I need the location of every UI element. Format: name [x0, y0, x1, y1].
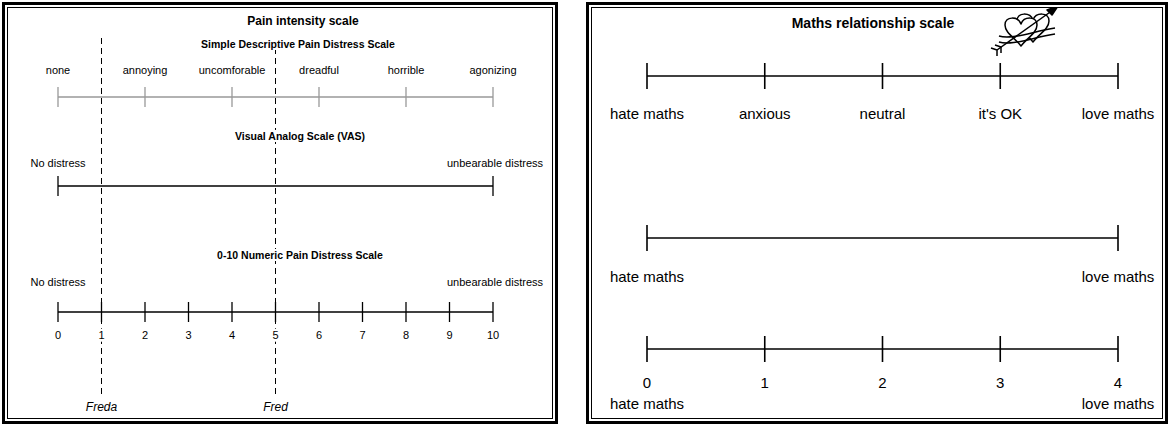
- person-marker-label: Freda: [84, 401, 119, 415]
- scale-tick: [57, 176, 58, 196]
- scale-tick: [449, 302, 450, 322]
- arrow-head: [1047, 6, 1058, 15]
- scale-label: 5: [270, 329, 280, 342]
- scale-label: it's OK: [976, 105, 1024, 122]
- scale-tick: [144, 302, 145, 322]
- scale-label: neutral: [858, 105, 908, 122]
- scale-label: anxious: [737, 105, 793, 122]
- scale-label: love maths: [1080, 105, 1157, 122]
- scale-tick: [231, 87, 232, 107]
- scale-label: 2: [876, 374, 888, 391]
- scale-label: unbearable distress: [445, 157, 545, 170]
- panel-title: Pain intensity scale: [245, 15, 360, 29]
- scale-tick: [999, 336, 1001, 362]
- scale-label: 8: [401, 329, 411, 342]
- marker-lines: [102, 38, 276, 396]
- scale-tick: [231, 302, 232, 322]
- scale-label: 9: [444, 329, 454, 342]
- scale-label: No distress: [28, 157, 87, 170]
- scale-label: none: [44, 64, 72, 77]
- scale-label: uncomforable: [197, 64, 268, 77]
- scale-tick: [764, 63, 766, 89]
- scale-tick: [1117, 225, 1119, 251]
- scale-label: hate maths: [608, 105, 686, 122]
- scale-heading: Visual Analog Scale (VAS): [233, 130, 367, 142]
- scale-label: love maths: [1080, 268, 1157, 285]
- scale-label: 2: [140, 329, 150, 342]
- dashed-marker: [101, 38, 102, 396]
- scale-label: 0: [641, 374, 653, 391]
- scale-label: 1: [759, 374, 771, 391]
- scale-line: [58, 96, 493, 97]
- panel-title: Maths relationship scale: [790, 15, 957, 31]
- scale-label: love maths: [1080, 395, 1157, 412]
- scale-tick: [405, 302, 406, 322]
- scale-tick: [188, 302, 189, 322]
- scale-label: 3: [183, 329, 193, 342]
- scale-tick: [57, 87, 58, 107]
- scale-line: [58, 185, 493, 186]
- scale-heading: 0-10 Numeric Pain Distress Scale: [215, 249, 385, 261]
- scale-tick: [362, 302, 363, 322]
- scale-tick: [492, 302, 493, 322]
- person-marker-label: Fred: [261, 401, 290, 415]
- scale-label: 6: [314, 329, 324, 342]
- scale-tick: [57, 302, 58, 322]
- scale-label: 10: [485, 329, 501, 342]
- scale-tick: [144, 87, 145, 107]
- scale-line: [647, 237, 1118, 239]
- scale-label: 7: [357, 329, 367, 342]
- heart-icon: [991, 6, 1058, 56]
- scale-label: agonizing: [467, 64, 518, 77]
- scale-label: hate maths: [608, 395, 686, 412]
- scale-tick: [492, 87, 493, 107]
- scale-tick: [1117, 63, 1119, 89]
- scale-label: horrible: [386, 64, 427, 77]
- maths-scale-numeric: [647, 336, 1118, 362]
- scale-tick: [1117, 336, 1119, 362]
- scale-tick: [405, 87, 406, 107]
- scale-heading: Simple Descriptive Pain Distress Scale: [199, 38, 397, 50]
- scale-tick: [646, 336, 648, 362]
- scale-label: No distress: [28, 276, 87, 289]
- scale-tick: [764, 336, 766, 362]
- maths-scale-words: [647, 63, 1118, 89]
- scale-tick: [999, 63, 1001, 89]
- scale-label: 4: [1112, 374, 1124, 391]
- scale-label: 0: [53, 329, 63, 342]
- scale-tick: [318, 302, 319, 322]
- scale-panel: Maths relationship scale: [586, 2, 1168, 424]
- arrow-shaft: [997, 10, 1053, 50]
- scale-label: 4: [227, 329, 237, 342]
- scale-label: 3: [994, 374, 1006, 391]
- scale-label: hate maths: [608, 268, 686, 285]
- scale-tick: [882, 63, 884, 89]
- arrow-feathers: [991, 45, 1001, 56]
- scale-label: dreadful: [297, 64, 341, 77]
- scale-label: unbearable distress: [445, 276, 545, 289]
- scale-tick: [318, 87, 319, 107]
- scale-tick: [646, 225, 648, 251]
- dashed-marker: [275, 38, 276, 396]
- maths-scale-analog: [647, 225, 1118, 251]
- scale-tick: [492, 176, 493, 196]
- scale-tick: [646, 63, 648, 89]
- scale-label: annoying: [121, 64, 170, 77]
- scale-label: 1: [96, 329, 106, 342]
- scale-tick: [882, 336, 884, 362]
